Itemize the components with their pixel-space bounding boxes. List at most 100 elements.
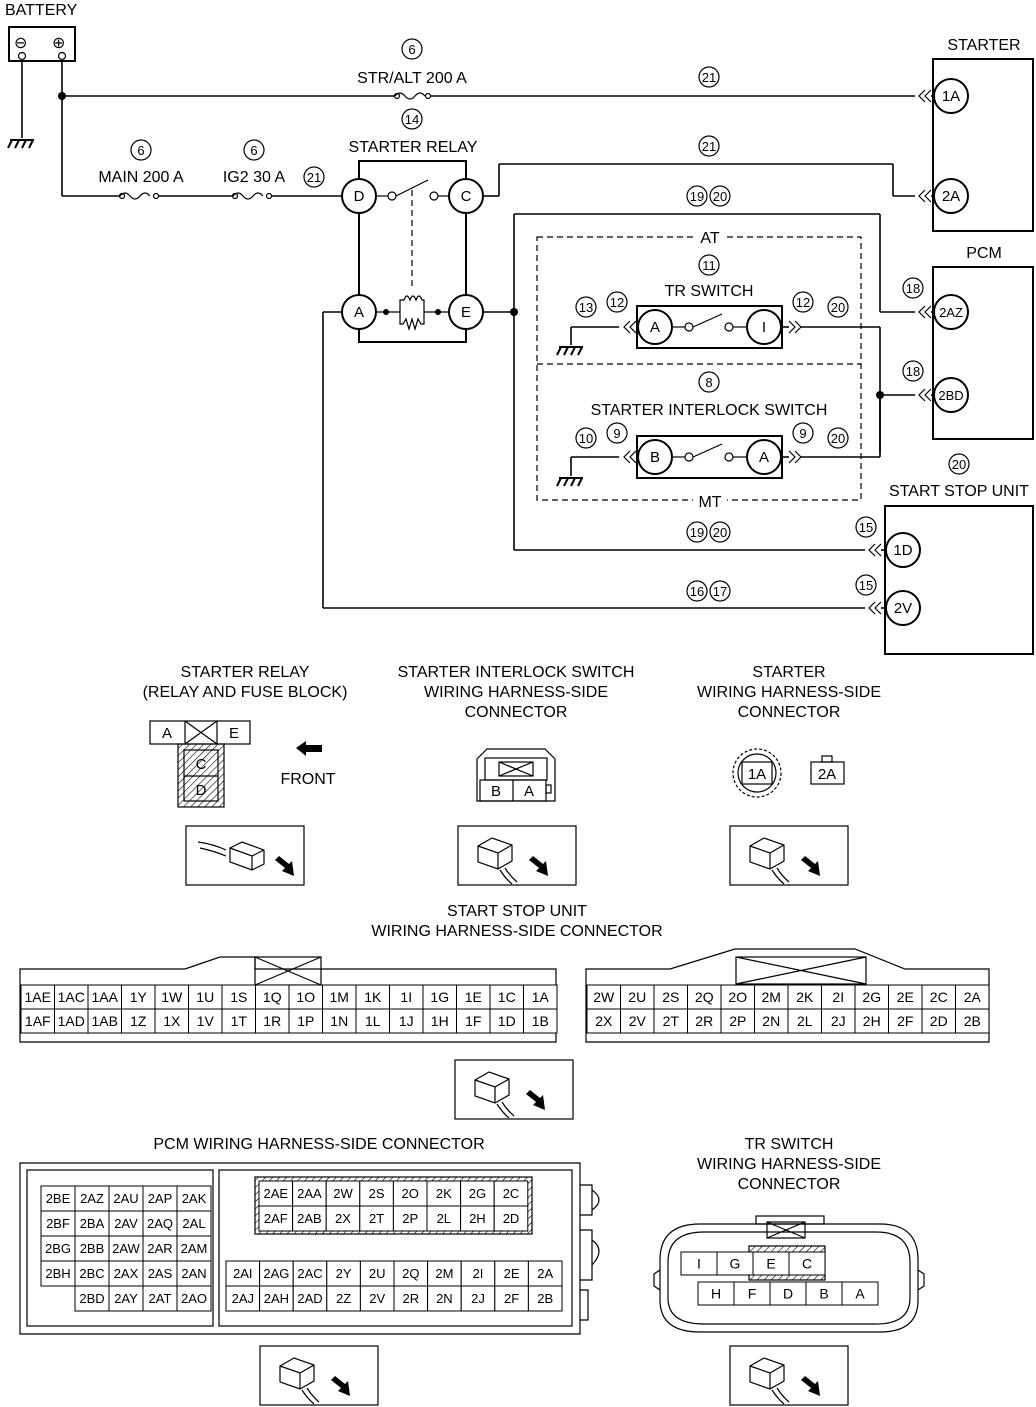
fuse-ig2-label: IG2 30 A	[223, 169, 286, 186]
ssu-pin-1af: 1AF	[25, 1013, 51, 1029]
ref-c-wire: 21	[698, 135, 720, 157]
ssu-pin-1b: 1B	[532, 1013, 549, 1029]
ssu-pin-2h: 2H	[863, 1013, 881, 1029]
ssu-pin-1ae: 1AE	[25, 989, 51, 1005]
pcm-pin-2ai: 2AI	[233, 1266, 253, 1281]
pcm-pin-2y: 2Y	[336, 1266, 352, 1281]
pcm-pin-2ba: 2BA	[80, 1216, 105, 1231]
conn-tr-title-3: CONNECTOR	[738, 1176, 841, 1193]
relay-connector: A E C D	[149, 720, 251, 808]
ref-interlock-block: 8	[698, 371, 720, 393]
battery-label: BATTERY	[5, 2, 78, 19]
svg-text:B: B	[650, 449, 660, 466]
ssu-pin-2o: 2O	[728, 989, 747, 1005]
conn-interlock-title-2: WIRING HARNESS-SIDE	[424, 684, 608, 701]
pcm-pin-2m: 2M	[435, 1266, 453, 1281]
pcm-pin-2au: 2AU	[113, 1191, 138, 1206]
svg-text:20: 20	[831, 431, 845, 446]
pcm-pin-2j: 2J	[471, 1291, 485, 1306]
pcm-pin-2an: 2AN	[181, 1266, 206, 1281]
svg-text:6: 6	[250, 143, 257, 158]
relay-conn-cell-c: C	[196, 756, 207, 773]
svg-text:I: I	[762, 319, 766, 336]
tr-pin-e: E	[766, 1256, 775, 1272]
pcm-pin-2w: 2W	[333, 1186, 353, 1201]
ssu-pin-1w: 1W	[161, 989, 183, 1005]
pcm-pin-2ap: 2AP	[148, 1191, 173, 1206]
ssu-pin-1x: 1X	[163, 1013, 181, 1029]
ssu-pin-2q: 2Q	[695, 989, 714, 1005]
pcm-pin-2u: 2U	[369, 1266, 386, 1281]
tr-pin-i: I	[697, 1256, 701, 1272]
svg-text:20: 20	[831, 300, 845, 315]
ref-tr-block: 11	[698, 254, 720, 276]
tr-pin-a: A	[855, 1286, 865, 1302]
ssu-pin-1n: 1N	[330, 1013, 348, 1029]
pcm-pin-2aj: 2AJ	[232, 1291, 254, 1306]
interlock-switch-label: STARTER INTERLOCK SWITCH	[591, 402, 828, 419]
ref-tr-right: 12	[792, 291, 814, 313]
ssu-pin-1l: 1L	[365, 1013, 381, 1029]
tr-pin-d: D	[783, 1286, 793, 1302]
ref-2v-wire-a: 16	[686, 580, 708, 602]
starter-conn-cell-1a: 1A	[748, 766, 766, 783]
pcm-pin-2ar: 2AR	[147, 1241, 172, 1256]
pcm-pin-2bc: 2BC	[79, 1266, 104, 1281]
ssu-pin-2t: 2T	[663, 1013, 680, 1029]
ssu-pin-2b: 2B	[964, 1013, 981, 1029]
pcm-pin-2bh: 2BH	[45, 1266, 70, 1281]
starter-pin-1a: 1A	[933, 78, 969, 114]
ref-ig2-wire: 21	[303, 166, 325, 188]
fuse-str-alt-label: STR/ALT 200 A	[357, 70, 467, 87]
svg-text:16: 16	[690, 584, 704, 599]
svg-text:10: 10	[579, 431, 593, 446]
relay-conn-cell-e: E	[229, 725, 239, 742]
ssu-pin-1t: 1T	[231, 1013, 248, 1029]
ssu-pin-2i: 2I	[832, 989, 844, 1005]
pcm-pin-2n: 2N	[436, 1291, 453, 1306]
battery-symbol	[8, 26, 76, 62]
svg-text:20: 20	[713, 525, 727, 540]
relay-conn-cell-d: D	[196, 782, 207, 799]
pcm-pin-2h: 2H	[469, 1211, 486, 1226]
pcm-pin-2i: 2I	[473, 1266, 484, 1281]
pcm-label: PCM	[966, 245, 1002, 262]
svg-text:21: 21	[702, 70, 716, 85]
pcm-pin-2af: 2AF	[264, 1211, 288, 1226]
interlock-connector: B A	[476, 748, 556, 802]
ssu-pin-2w: 2W	[593, 989, 615, 1005]
ssu-pin-1g: 1G	[430, 989, 449, 1005]
starter-conn-cell-2a: 2A	[818, 766, 836, 783]
ssu-pin-1r: 1R	[263, 1013, 281, 1029]
ssu-pin-2m: 2M	[762, 989, 781, 1005]
svg-text:20: 20	[952, 457, 966, 472]
interlock-conn-cell-b: B	[491, 783, 501, 800]
ref-ssu-1d: 15	[855, 516, 877, 538]
ref-pcm-2bd: 18	[902, 360, 924, 382]
svg-text:9: 9	[799, 426, 806, 441]
svg-text:15: 15	[859, 578, 873, 593]
pcm-pin-2ay: 2AY	[114, 1291, 138, 1306]
svg-text:1A: 1A	[942, 88, 960, 105]
ssu-pin-2j: 2J	[831, 1013, 846, 1029]
conn-ssu-title-1: START STOP UNIT	[447, 903, 587, 920]
pcm-pin-2ah: 2AH	[264, 1291, 289, 1306]
svg-text:E: E	[461, 304, 471, 321]
conn-pcm-title: PCM WIRING HARNESS-SIDE CONNECTOR	[153, 1136, 484, 1153]
pcm-pin-2x: 2X	[335, 1211, 351, 1226]
ssu-pin-1z: 1Z	[130, 1013, 147, 1029]
pcm-pin-2r: 2R	[402, 1291, 419, 1306]
svg-text:15: 15	[859, 520, 873, 535]
svg-text:12: 12	[796, 295, 810, 310]
front-label: FRONT	[280, 771, 335, 788]
relay-pin-e: E	[448, 294, 484, 330]
pcm-pin-2av: 2AV	[114, 1216, 138, 1231]
svg-text:2BD: 2BD	[938, 388, 963, 403]
ssu-pin-1m: 1M	[330, 989, 349, 1005]
pcm-pin-2bb: 2BB	[80, 1241, 105, 1256]
svg-text:8: 8	[705, 375, 712, 390]
svg-text:A: A	[759, 449, 769, 466]
tr-pin-c: C	[802, 1256, 812, 1272]
conn-starter-title-2: WIRING HARNESS-SIDE	[697, 684, 881, 701]
